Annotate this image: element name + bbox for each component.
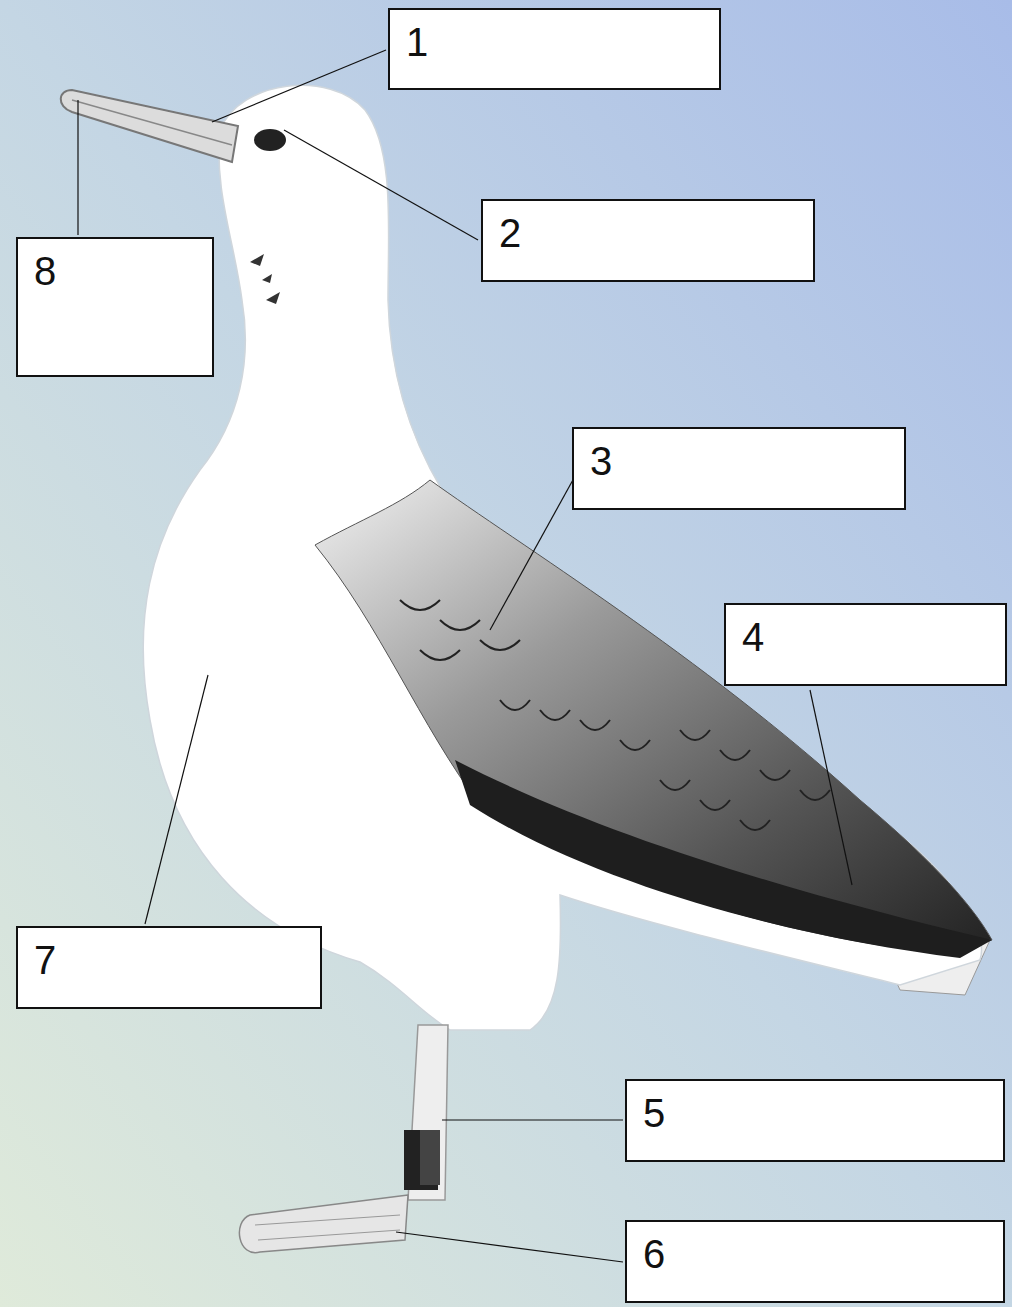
leader-line bbox=[810, 690, 852, 885]
label-box: 2 bbox=[481, 199, 815, 282]
label-box: 4 bbox=[724, 603, 1007, 686]
neck-marks bbox=[250, 254, 280, 304]
primary-feathers bbox=[455, 760, 992, 958]
leader-line bbox=[284, 130, 478, 240]
label-box: 7 bbox=[16, 926, 322, 1009]
callout-number: 5 bbox=[643, 1093, 987, 1133]
webbed-foot bbox=[239, 1195, 408, 1253]
label-box: 6 bbox=[625, 1220, 1005, 1303]
foot-toes bbox=[255, 1215, 400, 1240]
leader-line bbox=[490, 478, 574, 630]
leader-line bbox=[212, 50, 386, 122]
callout-number: 2 bbox=[499, 213, 797, 253]
eye bbox=[254, 129, 286, 151]
callout-number: 7 bbox=[34, 940, 304, 980]
label-box: 8 bbox=[16, 237, 214, 377]
callout-number: 1 bbox=[406, 22, 703, 62]
leader-line bbox=[442, 1119, 623, 1120]
beak-line bbox=[72, 100, 232, 145]
beak bbox=[61, 90, 238, 162]
leader-line bbox=[77, 100, 78, 235]
callout-number: 3 bbox=[590, 441, 888, 481]
callout-number: 4 bbox=[742, 617, 989, 657]
label-box: 1 bbox=[388, 8, 721, 90]
label-box: 3 bbox=[572, 427, 906, 510]
callout-number: 6 bbox=[643, 1234, 987, 1274]
leader-line bbox=[145, 675, 208, 924]
leader-line bbox=[396, 1232, 623, 1262]
callout-number: 8 bbox=[34, 251, 196, 291]
leg-band bbox=[420, 1130, 440, 1185]
label-box: 5 bbox=[625, 1079, 1005, 1162]
